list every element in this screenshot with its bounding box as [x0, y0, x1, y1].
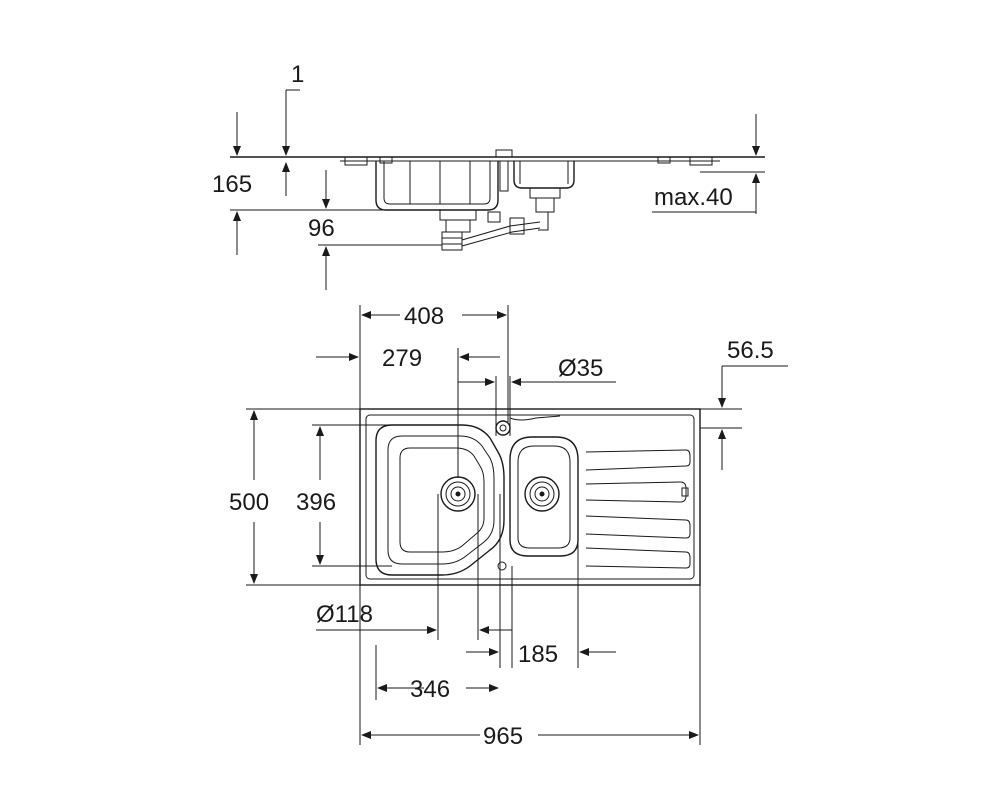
- small-waste-body: [535, 197, 555, 213]
- pipe-coupling: [509, 217, 525, 235]
- dim-165-label: 165: [212, 171, 252, 198]
- sink-inner-rim: [365, 414, 695, 580]
- waste-connecting-pipe: [461, 221, 541, 241]
- drainer-groove-2: [585, 481, 687, 503]
- large-bowl-inner-profile: [383, 161, 491, 205]
- dim-max40-label: max.40: [654, 184, 733, 211]
- small-drain-ring: [529, 481, 555, 507]
- small-drain-outer: [524, 476, 560, 512]
- mounting-clip-mid-left: [379, 156, 393, 164]
- large-drain-ring: [445, 481, 471, 507]
- large-drain-strainer: [450, 486, 466, 502]
- overflow-elbow: [487, 211, 501, 223]
- large-bowl-profile: [375, 161, 499, 211]
- large-bowl-inner: [387, 435, 495, 565]
- tap-hole-inner: [499, 424, 507, 432]
- tap-hole-fitting: [495, 149, 513, 158]
- mounting-clip-right: [689, 156, 713, 166]
- drainer-groove-1: [585, 449, 691, 471]
- mounting-clip-mid-right: [657, 156, 671, 164]
- small-drain-strainer: [534, 486, 550, 502]
- small-bowl-inner: [517, 445, 571, 549]
- small-waste-fitting: [529, 187, 561, 199]
- mounting-clip-left: [344, 156, 368, 166]
- drainer-outlet: [681, 487, 689, 497]
- dim-96-label: 96: [308, 215, 335, 242]
- drainer-groove-3: [585, 515, 691, 539]
- rim-contour: [509, 415, 561, 421]
- drainer-groove-4: [585, 547, 691, 569]
- top-view: 408 279 Ø35 56.5 500 396: [229, 303, 788, 750]
- tap-hole: [495, 420, 511, 436]
- large-bowl-base: [399, 447, 485, 553]
- large-drain-center: [455, 491, 461, 497]
- dim-396-label: 396: [296, 489, 336, 516]
- large-waste-fitting: [439, 209, 477, 221]
- dim-118-label: Ø118: [316, 601, 373, 628]
- dim-279-label: 279: [382, 345, 422, 372]
- sink-outer-outline: [359, 408, 701, 586]
- dim-185-label: 185: [518, 641, 558, 668]
- side-view: 1 165 96 max.40: [212, 61, 765, 290]
- dim-346-label: 346: [410, 676, 450, 703]
- large-waste-trap: [441, 231, 463, 251]
- dim-35-label: Ø35: [558, 355, 603, 382]
- small-bowl-profile: [513, 161, 575, 189]
- dim-965-label: 965: [483, 723, 523, 750]
- overflow-pipe: [499, 160, 509, 192]
- dim-408-label: 408: [404, 303, 444, 330]
- dim-500-label: 500: [229, 489, 269, 516]
- label-1: 1: [291, 61, 304, 88]
- large-bowl-outline: [375, 424, 505, 576]
- dim-56-label: 56.5: [727, 337, 774, 364]
- small-bowl-outline: [509, 436, 579, 557]
- overflow-hole: [497, 561, 507, 571]
- large-waste-body: [445, 219, 471, 233]
- small-drain-center: [539, 491, 545, 497]
